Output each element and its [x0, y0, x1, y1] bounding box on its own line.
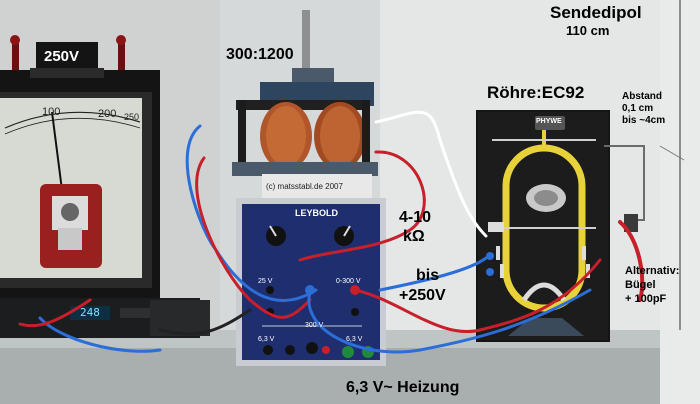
- psu-out-low: 25 V: [258, 278, 273, 285]
- alternative-title-label: Alternativ:: [625, 265, 680, 277]
- meter-range-label: 250V: [44, 48, 80, 65]
- meter-scale-250: 250: [124, 112, 140, 122]
- transformer-ratio-label: 300:1200: [226, 46, 294, 63]
- distance-min-label: 0,1 cm: [622, 103, 654, 114]
- alternative-cap-label: + 100pF: [625, 293, 667, 305]
- watermark: (c) matsstabl.de 2007: [266, 182, 343, 191]
- power-supply: [236, 198, 386, 366]
- meter-scale-100: 100: [42, 106, 61, 118]
- heating-label: 6,3 V~ Heizung: [346, 379, 460, 396]
- board-logo: PHYWE: [536, 118, 562, 125]
- dipole-label: Sendedipol: [550, 3, 642, 22]
- voltage-prefix-label: bis: [416, 267, 440, 284]
- psu-out-high: 0-300 V: [336, 278, 361, 285]
- tube-label: Röhre:EC92: [487, 83, 585, 102]
- voltage-label: +250V: [399, 287, 446, 304]
- psu-mid: 300 V: [305, 322, 324, 329]
- psu-heat-b: 6,3 V: [346, 336, 363, 343]
- voltmeter: [0, 35, 160, 300]
- dipole-length-label: 110 cm: [566, 23, 610, 38]
- resistor-unit-label: kΩ: [403, 228, 425, 245]
- alternative-part-label: Bügel: [625, 279, 656, 291]
- psu-brand: LEYBOLD: [295, 208, 339, 218]
- psu-heat-a: 6,3 V: [258, 336, 275, 343]
- meter-scale-200: 200: [98, 108, 117, 120]
- distance-title-label: Abstand: [622, 91, 662, 102]
- tube-board: [476, 110, 610, 342]
- display-readout: 248: [80, 306, 100, 319]
- resistor-label: 4-10: [399, 209, 432, 226]
- distance-max-label: bis ~4cm: [622, 115, 666, 126]
- transformer: [232, 10, 378, 198]
- wires: [18, 110, 645, 354]
